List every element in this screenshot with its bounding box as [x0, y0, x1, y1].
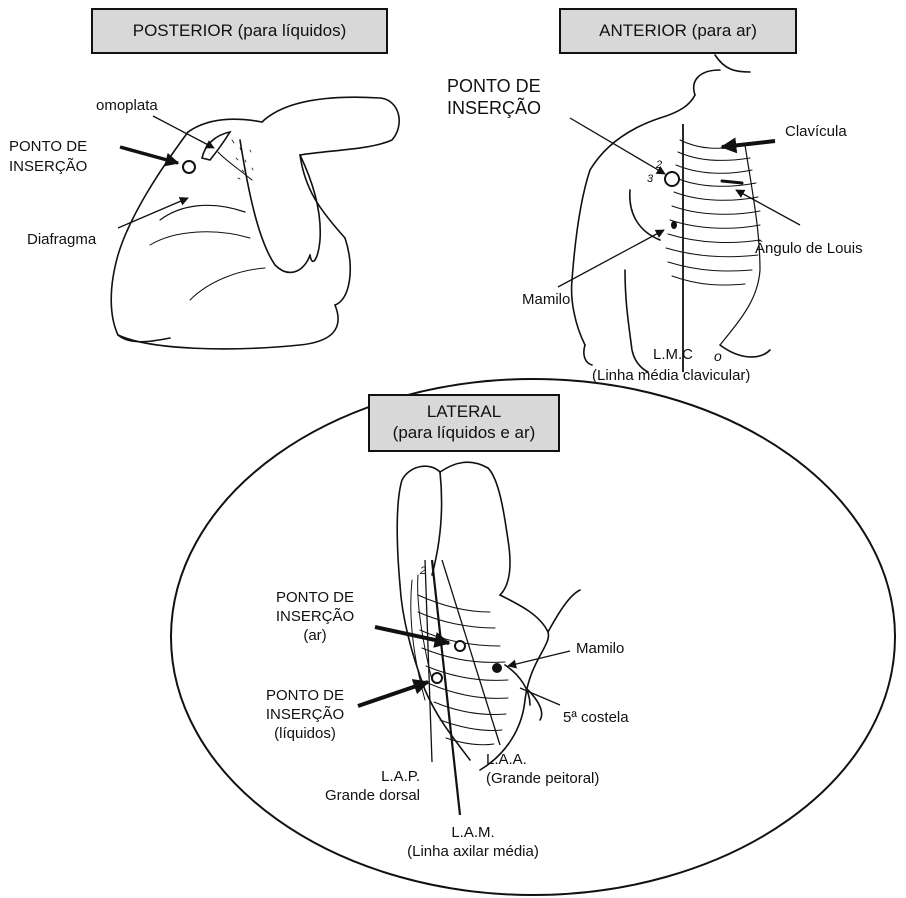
posterior-omoplata-label: omoplata [96, 96, 158, 115]
lateral-title-box: LATERAL (para líquidos e ar) [368, 394, 560, 452]
anterior-rib-number-2: 2 [656, 156, 662, 175]
lateral-insertion-air-line2: INSERÇÃO [250, 607, 380, 626]
lateral-title-line2: (para líquidos e ar) [370, 422, 558, 443]
lateral-title-line1: LATERAL [370, 401, 558, 422]
lateral-costela-label: 5ª costela [563, 708, 629, 727]
lateral-lap-short: L.A.P. [290, 767, 420, 786]
posterior-title-box: POSTERIOR (para líquidos) [91, 8, 388, 54]
anterior-lmc-label: L.M.C [653, 345, 693, 364]
anterior-clavicula-label: Clavícula [785, 122, 847, 141]
posterior-figure [111, 97, 399, 349]
lateral-figure [397, 462, 580, 770]
lateral-lam-label: L.A.M. (Linha axilar média) [378, 823, 568, 861]
anterior-rib-number-3: 3 [647, 170, 653, 189]
lateral-insertion-fluid-label: PONTO DE INSERÇÃO (líquidos) [240, 686, 370, 743]
lateral-laa-full: (Grande peitoral) [486, 769, 616, 788]
lateral-lam-short: L.A.M. [378, 823, 568, 842]
anterior-title-box: ANTERIOR (para ar) [559, 8, 797, 54]
lateral-insertion-fluid-line2: INSERÇÃO [240, 705, 370, 724]
anterior-title: ANTERIOR (para ar) [599, 21, 757, 40]
anterior-insertion-label-line2: INSERÇÃO [447, 97, 541, 119]
posterior-insertion-label-line2: INSERÇÃO [9, 157, 87, 176]
anterior-mamilo-label: Mamilo [522, 290, 570, 309]
lateral-mamilo-label: Mamilo [576, 639, 624, 658]
lateral-lap-full: Grande dorsal [290, 786, 420, 805]
lateral-lam-full: (Linha axilar média) [378, 842, 568, 861]
lateral-insertion-air-label: PONTO DE INSERÇÃO (ar) [250, 588, 380, 645]
lateral-laa-label: L.A.A. (Grande peitoral) [486, 750, 616, 788]
posterior-insertion-label-line1: PONTO DE [9, 137, 87, 156]
lateral-insertion-air-line3: (ar) [250, 626, 380, 645]
lateral-lap-label: L.A.P. Grande dorsal [290, 767, 420, 805]
lateral-insertion-fluid-line3: (líquidos) [240, 724, 370, 743]
anterior-angulo-label: Ângulo de Louis [755, 239, 863, 258]
anterior-insertion-label-line1: PONTO DE [447, 75, 541, 97]
posterior-diafragma-label: Diafragma [27, 230, 96, 249]
anterior-figure [572, 55, 770, 372]
lateral-insertion-air-line1: PONTO DE [250, 588, 380, 607]
posterior-title: POSTERIOR (para líquidos) [133, 21, 347, 40]
anterior-lmc-mark: o [714, 347, 722, 366]
anterior-lmc-full-label: (Linha média clavicular) [592, 366, 750, 385]
lateral-laa-short: L.A.A. [486, 750, 616, 769]
lateral-rib-number-2: 2 [420, 562, 426, 581]
lateral-insertion-fluid-line1: PONTO DE [240, 686, 370, 705]
